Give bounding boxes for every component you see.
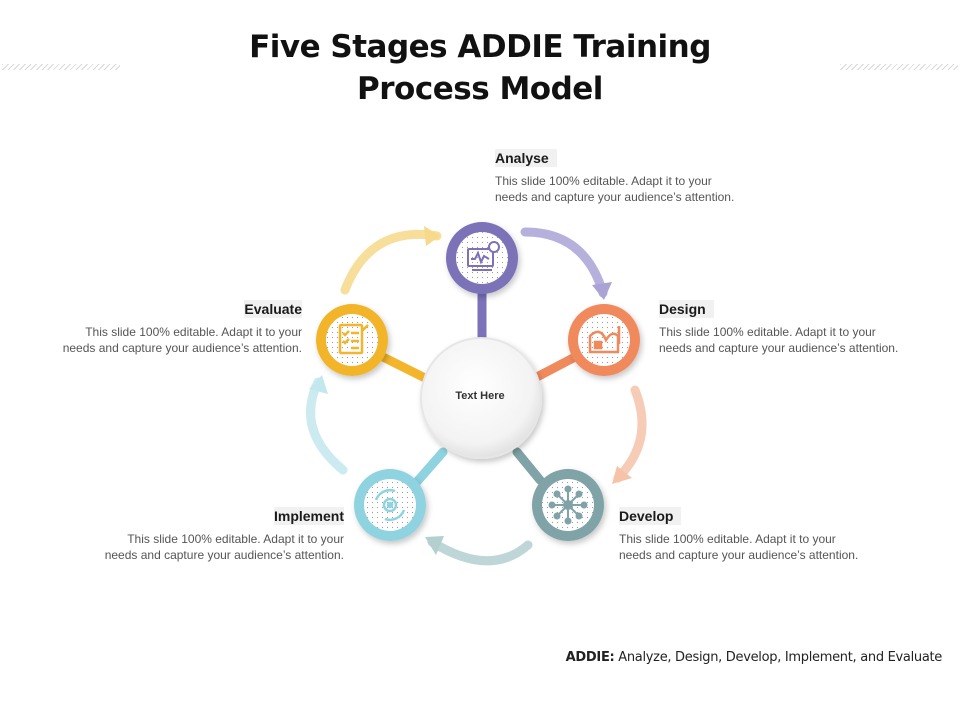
stage-analyse-desc-line-1: This slide 100% editable. Adapt it to yo… (495, 174, 712, 188)
title-line-2: Process Model (357, 71, 603, 107)
spoke-develop (512, 447, 545, 485)
decorative-hatch-left (2, 64, 120, 70)
spoke-evaluate (378, 352, 430, 383)
spoke-implement (410, 447, 448, 489)
center-text: Text Here (455, 390, 505, 402)
footer-note: ADDIE: Analyze, Design, Develop, Impleme… (565, 650, 943, 665)
node-analyse (446, 222, 518, 294)
page-title: Five Stages ADDIE Training Process Model (180, 26, 780, 110)
stage-implement-desc-line-1: This slide 100% editable. Adapt it to yo… (127, 532, 344, 546)
node-evaluate (316, 304, 388, 376)
stage-develop-title: Develop (619, 507, 682, 525)
gear-cycle-icon (374, 488, 406, 522)
stage-analyse: Analyse This slide 100% editable. Adapt … (495, 149, 734, 205)
node-implement (354, 469, 426, 541)
node-develop (532, 469, 604, 541)
arrow-implement-to-evaluate (306, 377, 348, 475)
stage-implement-description: This slide 100% editable. Adapt it to yo… (105, 531, 344, 563)
stage-design-desc-line-1: This slide 100% editable. Adapt it to yo… (659, 325, 876, 339)
stage-implement-title: Implement (273, 507, 344, 525)
footer-bold-label: ADDIE: (565, 650, 615, 665)
title-line-1: Five Stages ADDIE Training (249, 29, 711, 65)
stage-implement-desc-line-2: needs and capture your audience’s attent… (104, 548, 344, 562)
arrow-head-develop-to-implement (425, 536, 444, 555)
stage-develop: Develop This slide 100% editable. Adapt … (619, 507, 858, 563)
arrow-head-analyse-to-design (592, 282, 612, 300)
stage-analyse-title: Analyse (495, 149, 557, 167)
spoke-design (530, 352, 580, 383)
footer-text: Analyze, Design, Develop, Implement, and… (614, 650, 942, 665)
stage-design-title: Design (659, 300, 714, 318)
arrow-head-implement-to-evaluate (309, 375, 328, 394)
center-circle (420, 337, 542, 459)
network-hub-icon (548, 485, 588, 525)
checklist-icon (338, 323, 369, 355)
stage-design-description: This slide 100% editable. Adapt it to yo… (659, 324, 898, 356)
arrow-design-to-develop (613, 385, 647, 483)
stage-evaluate: Evaluate This slide 100% editable. Adapt… (63, 300, 302, 356)
stage-evaluate-desc-line-2: needs and capture your audience’s attent… (62, 341, 302, 355)
arrow-develop-to-implement (427, 537, 533, 566)
decorative-hatch-right (840, 64, 958, 70)
stage-evaluate-description: This slide 100% editable. Adapt it to yo… (63, 324, 302, 356)
stage-analyse-description: This slide 100% editable. Adapt it to yo… (495, 173, 734, 205)
node-design (568, 304, 640, 376)
stage-evaluate-title: Evaluate (244, 300, 302, 318)
stage-develop-desc-line-2: needs and capture your audience’s attent… (619, 548, 859, 562)
arrow-head-evaluate-to-analyse (424, 226, 440, 246)
stage-design: Design This slide 100% editable. Adapt i… (659, 300, 898, 356)
arrow-evaluate-to-analyse (340, 229, 442, 295)
arrow-head-design-to-develop (612, 466, 632, 484)
arrow-analyse-to-design (520, 227, 608, 298)
stage-analyse-desc-line-2: needs and capture your audience’s attent… (495, 190, 735, 204)
stage-develop-desc-line-1: This slide 100% editable. Adapt it to yo… (619, 532, 836, 546)
stage-evaluate-desc-line-1: This slide 100% editable. Adapt it to yo… (85, 325, 302, 339)
spokes (378, 285, 580, 489)
stage-implement: Implement This slide 100% editable. Adap… (105, 507, 344, 563)
cycle-arrows (306, 226, 647, 566)
monitor-chart-icon (467, 241, 500, 271)
stage-design-desc-line-2: needs and capture your audience’s attent… (659, 341, 899, 355)
design-drawing-icon (588, 326, 621, 354)
stage-develop-description: This slide 100% editable. Adapt it to yo… (619, 531, 858, 563)
